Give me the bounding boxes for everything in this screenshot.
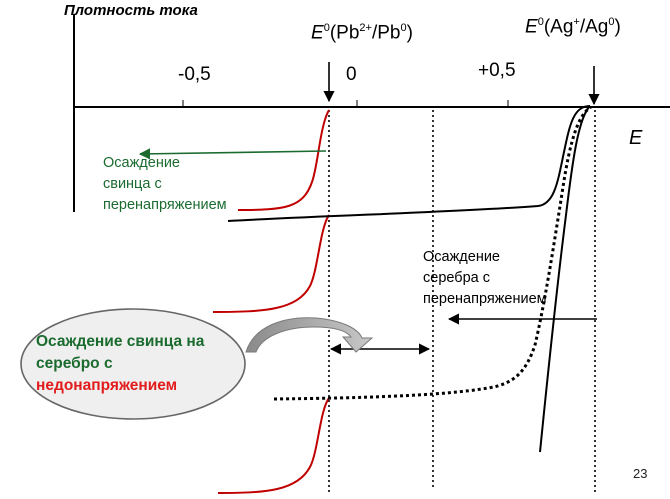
slide-number: 23: [633, 466, 648, 481]
potential-axis-label: E: [629, 127, 643, 149]
silver-standard-potential-label: E0(Ag+/Ag0): [525, 16, 621, 38]
silver-overpotential-line-3: перенапряжением: [423, 291, 547, 307]
lead-standard-potential-label: E0(Pb2+/Pb0): [311, 22, 413, 44]
curved-callout-arrow: [245, 317, 374, 353]
silver-overpotential-line-1: Осаждение: [423, 249, 500, 265]
lead-curve-3: [217, 397, 330, 494]
silver-overpotential-line-2: серебра с: [423, 270, 490, 286]
silver-curve-steep: [539, 105, 591, 453]
silver-curve-dotted: [273, 105, 592, 401]
upd-callout-green-text: Осаждение свинца на серебро с: [36, 333, 205, 372]
lead-overpotential-line-1: Осаждение: [103, 155, 180, 171]
upd-callout-text: Осаждение свинца на серебро с недонапряж…: [36, 331, 251, 397]
upd-callout-red-text: недонапряжением: [36, 377, 178, 394]
lead-overpotential-line-3: перенапряжением: [103, 197, 227, 213]
current-density-label: Плотность тока: [64, 2, 198, 19]
lead-overpotential-arrow: [138, 148, 327, 160]
silver-curve-on-axis-level: [227, 105, 591, 222]
lead-curve-2: [212, 214, 330, 313]
lead-overpotential-label: Осаждение свинца с перенапряжением: [103, 153, 227, 216]
upd-callout-oval: [20, 308, 246, 420]
tick-label-minus-0-5: -0,5: [178, 64, 211, 85]
lead-overpotential-line-2: свинца с: [103, 176, 162, 192]
silver-overpotential-label: Осаждение серебра с перенапряжением: [423, 247, 547, 310]
tick-label-0: 0: [346, 64, 357, 85]
lead-curve-1: [237, 109, 330, 211]
tick-label-plus-0-5: +0,5: [478, 60, 516, 81]
